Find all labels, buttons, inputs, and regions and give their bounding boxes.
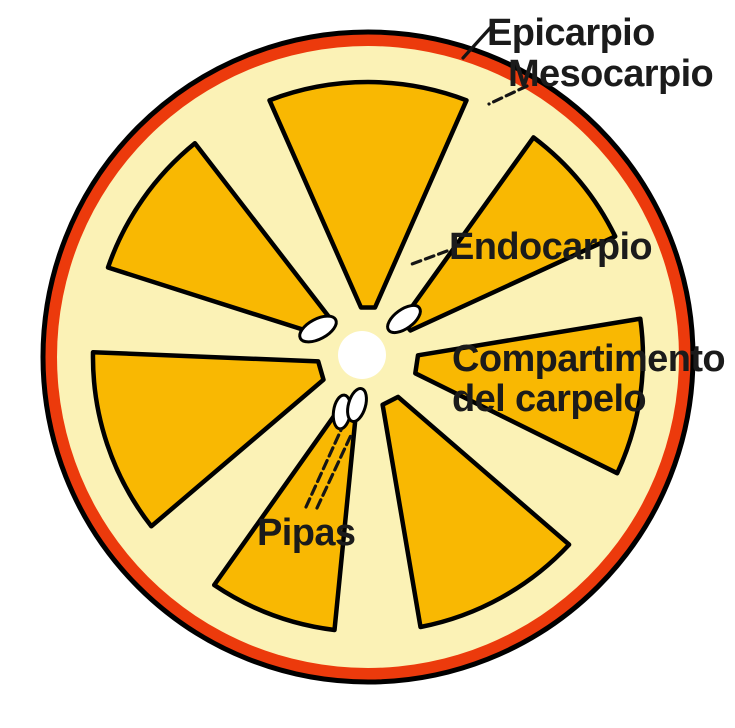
seed-upper-right [386, 303, 422, 335]
leader-lines [304, 24, 529, 510]
label-endocarpio: Endocarpio [449, 226, 652, 268]
seed-left [298, 314, 338, 344]
leader-pipas-1 [304, 428, 343, 509]
seed-lower-right [346, 386, 368, 424]
label-pipas: Pipas [257, 512, 355, 554]
carpel-segment-top-left [105, 141, 335, 339]
carpel-segment-top [267, 79, 469, 310]
leader-endocarpio [410, 249, 449, 266]
label-carpelo-line1: Compartimento [452, 338, 725, 380]
fruit [40, 29, 696, 685]
carpel-segment-left [90, 349, 326, 529]
carpel-segment-right [413, 316, 646, 476]
carpel-segment-bottom [211, 398, 359, 633]
leader-epicarpio [461, 24, 494, 60]
carpel-segment-top-right [399, 135, 618, 333]
label-carpelo-line2: del carpelo [452, 378, 646, 420]
label-mesocarpio: Mesocarpio [508, 53, 713, 95]
leader-pipas-2 [315, 431, 354, 510]
leader-mesocarpio [487, 84, 529, 106]
central-core [338, 331, 386, 379]
seeds [298, 303, 422, 431]
label-epicarpio: Epicarpio [487, 12, 655, 54]
carpel-segments [90, 79, 646, 633]
labels: Epicarpio Mesocarpio Endocarpio Comparti… [257, 12, 726, 554]
carpel-segment-bottom-right [380, 394, 572, 630]
